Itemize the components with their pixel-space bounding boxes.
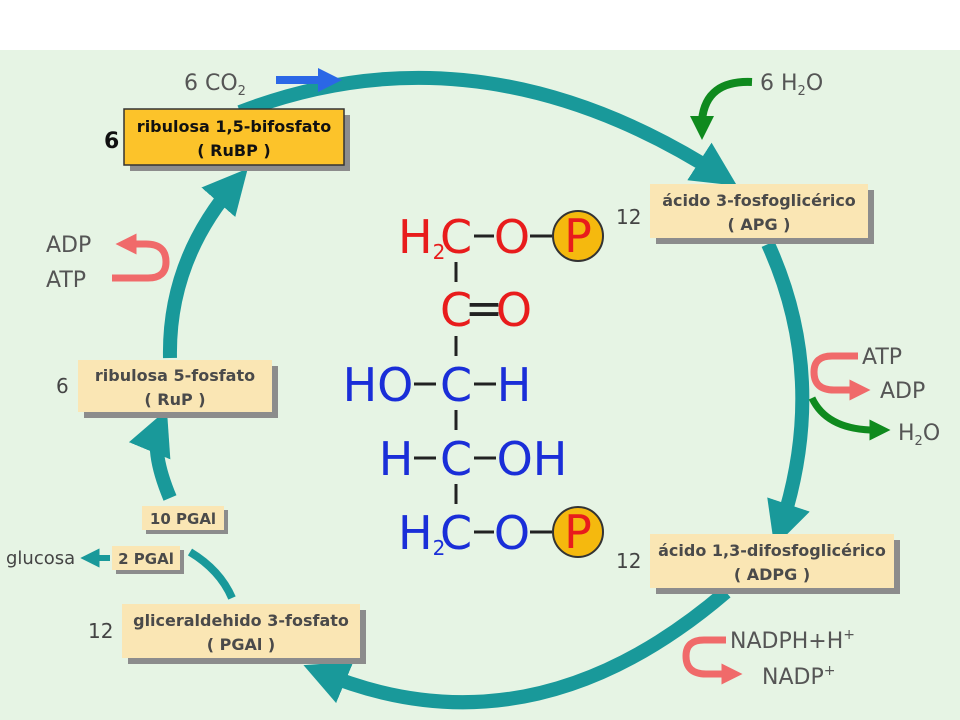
apg-line2: ( APG ): [727, 215, 790, 234]
row1-o: O: [494, 210, 530, 264]
apg-box: ácido 3-fosfoglicérico ( APG ): [650, 184, 874, 244]
row1-p: P: [564, 209, 592, 263]
glucosa-label: glucosa: [6, 548, 75, 569]
nadph-nadp-arrow: [682, 636, 743, 685]
adpg-line1: ácido 1,3-difosfoglicérico: [658, 541, 886, 560]
row2-eq: =: [465, 281, 504, 335]
row2-c: C: [440, 283, 472, 337]
nadp-label: NADP+: [762, 663, 835, 690]
row3-c: C: [440, 358, 472, 412]
pgal-line2: ( PGAl ): [207, 635, 276, 654]
row2-o: O: [496, 283, 532, 337]
adp-left-label: ADP: [46, 233, 91, 258]
row3-ho: HO: [343, 358, 414, 412]
pgal-line1: gliceraldehido 3-fosfato: [133, 611, 349, 630]
row1-phosphate-circle: [552, 210, 604, 262]
row4-h: H: [379, 432, 414, 486]
cycle-arrow-to-adpg: [761, 241, 810, 548]
rup-line2: ( RuP ): [144, 390, 205, 409]
h2o-out-arrow: [808, 396, 891, 441]
rup-line1: ribulosa 5-fosfato: [95, 366, 255, 385]
cycle-arrow-to-apg: [237, 70, 738, 186]
h2o-in-label: 6 H2O: [760, 71, 823, 99]
pgal2-box: 2 PGAl: [112, 546, 184, 574]
row5-p: P: [564, 505, 592, 559]
nadph-label: NADPH+H+: [730, 627, 855, 654]
rup-count: 6: [56, 374, 69, 398]
rup-box: ribulosa 5-fosfato ( RuP ): [78, 360, 278, 418]
atp-adp-right-arrow: [810, 352, 871, 401]
rubp-box: ribulosa 1,5-bifosfato ( RuBP ): [123, 108, 350, 171]
row5-h2: H2: [398, 506, 445, 560]
atp-left-label: ATP: [46, 268, 86, 293]
pgal-box: gliceraldehido 3-fosfato ( PGAl ): [122, 604, 366, 664]
pgal-count: 12: [88, 619, 113, 643]
adpg-line2: ( ADPG ): [734, 565, 810, 584]
adp-right-label: ADP: [880, 379, 925, 404]
co2-label: 6 CO2: [184, 71, 246, 99]
cycle-arrow-to-rup: [128, 409, 177, 501]
h2o-out-label: H2O: [898, 421, 940, 449]
cycle-arrow-to-rubp: [162, 168, 248, 359]
row5-phosphate-circle: [552, 506, 604, 558]
row5-c: C: [440, 506, 472, 560]
atp-right-label: ATP: [862, 345, 902, 370]
ribulose-bisphosphate-structure: H2 C O P C = O HO C H H C OH H2 C O P: [343, 209, 604, 560]
rubp-count: 6: [104, 129, 119, 154]
h2o-in-arrow: [690, 77, 753, 140]
row4-oh: OH: [497, 432, 568, 486]
rubp-line2: ( RuBP ): [197, 141, 270, 160]
pgal10-box: 10 PGAl: [142, 506, 228, 534]
pgal2-label: 2 PGAl: [118, 550, 174, 568]
cycle-arrow-to-pgal: [303, 586, 731, 710]
row5-o: O: [494, 506, 530, 560]
row3-h: H: [497, 358, 532, 412]
row4-c: C: [440, 432, 472, 486]
rubp-line1: ribulosa 1,5-bifosfato: [137, 117, 331, 136]
cycle-ring: [128, 70, 810, 710]
apg-count: 12: [616, 205, 641, 229]
row1-c: C: [440, 210, 472, 264]
pgal10-label: 10 PGAl: [150, 510, 216, 528]
apg-line1: ácido 3-fosfoglicérico: [662, 191, 856, 210]
row1-h2: H2: [398, 210, 445, 264]
adpg-box: ácido 1,3-difosfoglicérico ( ADPG ): [650, 534, 900, 594]
adpg-count: 12: [616, 549, 641, 573]
cycle-arrow-pgal-branch: [187, 548, 236, 600]
atp-adp-left-arrow: [112, 233, 170, 282]
